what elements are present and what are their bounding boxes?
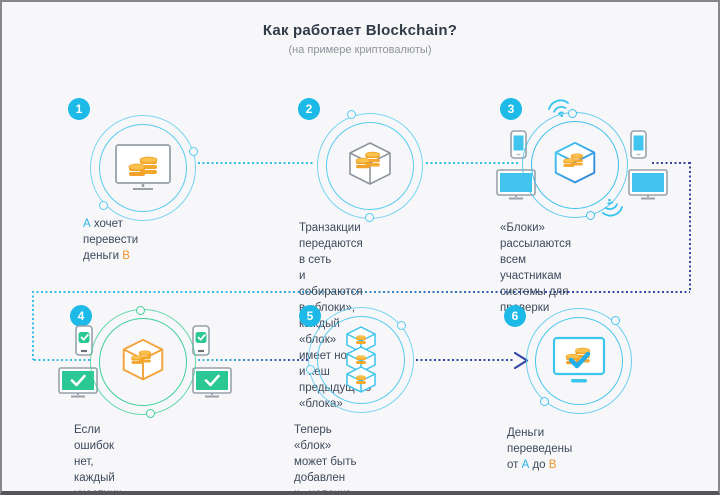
step2-ring xyxy=(317,110,423,222)
monitor-success-icon xyxy=(552,336,606,383)
connector-left-vertical xyxy=(32,291,34,360)
header: Как работает Blockchain? (на примере кри… xyxy=(2,22,718,56)
ring-node xyxy=(146,409,155,418)
step-number-badge: 2 xyxy=(298,98,320,120)
ring-node xyxy=(586,211,595,220)
ring-outer xyxy=(90,115,196,221)
connector-step2-step3 xyxy=(426,162,520,164)
ring-node xyxy=(99,201,108,210)
ring-node xyxy=(540,397,549,406)
ring-node xyxy=(568,109,577,118)
step6-ring xyxy=(526,308,632,414)
phone-icon xyxy=(630,130,647,159)
step1-ring xyxy=(90,115,198,221)
ring-node xyxy=(347,110,356,119)
verified-cube-icon xyxy=(122,338,164,381)
step6-caption: Деньги переведены от А до В xyxy=(507,427,573,471)
step-number-badge: 6 xyxy=(504,305,526,327)
ring-inner xyxy=(99,124,187,212)
ring-inner xyxy=(535,317,623,405)
step-number-badge: 5 xyxy=(299,305,321,327)
phone-icon xyxy=(510,130,527,159)
ring-inner xyxy=(531,121,619,209)
phone-check-icon xyxy=(75,325,93,356)
block-cube-icon xyxy=(349,142,391,185)
step3-caption: «Блоки» рассылаются всем участникам сист… xyxy=(500,222,572,314)
monitor-check-icon xyxy=(192,367,232,398)
step-number-badge: 3 xyxy=(500,98,522,120)
ring-node xyxy=(136,306,145,315)
connector-step1-step2 xyxy=(198,162,314,164)
step-number-badge: 4 xyxy=(70,305,92,327)
ring-inner xyxy=(326,122,414,210)
connector-middle-horizontal xyxy=(32,291,690,293)
receiver-b-label: В xyxy=(122,250,130,262)
ring-node xyxy=(397,321,406,330)
step5-ring xyxy=(306,307,414,413)
step-number-badge: 1 xyxy=(68,98,90,120)
connector-step5-step6 xyxy=(416,359,514,361)
step4-caption: Если ошибок нет, каждый участник записыв… xyxy=(74,424,121,495)
connector-left-step4 xyxy=(34,359,90,361)
connector-step4-step5 xyxy=(198,359,308,361)
page-subtitle: (на примере криптовалюты) xyxy=(288,44,432,56)
blockchain-stack-icon xyxy=(346,326,376,393)
sender-a-label: А xyxy=(521,459,530,471)
step3-ring xyxy=(522,109,628,220)
ring-outer xyxy=(308,307,414,413)
phone-check-icon xyxy=(192,325,210,356)
ring-node xyxy=(189,147,198,156)
monitor-icon xyxy=(628,169,668,200)
connector-right-vertical xyxy=(689,162,691,292)
monitor-coins-icon xyxy=(115,144,171,190)
ring-node xyxy=(306,365,315,374)
ring-inner xyxy=(317,316,405,404)
step5-caption: Теперь «блок» может быть добавлен к «цеп… xyxy=(294,424,357,495)
connector-step3-right xyxy=(652,162,690,164)
ring-inner xyxy=(99,318,187,406)
sender-a-label: А xyxy=(83,218,91,230)
ring-node xyxy=(365,213,374,222)
ring-node xyxy=(611,316,620,325)
ring-outer xyxy=(526,308,632,414)
broadcast-cube-icon xyxy=(554,141,596,184)
monitor-check-icon xyxy=(58,367,98,398)
step4-ring xyxy=(90,306,196,418)
step1-caption: А хочет перевести деньги В xyxy=(83,218,139,262)
page-title: Как работает Blockchain? xyxy=(262,22,458,39)
receiver-b-label: В xyxy=(548,459,557,471)
